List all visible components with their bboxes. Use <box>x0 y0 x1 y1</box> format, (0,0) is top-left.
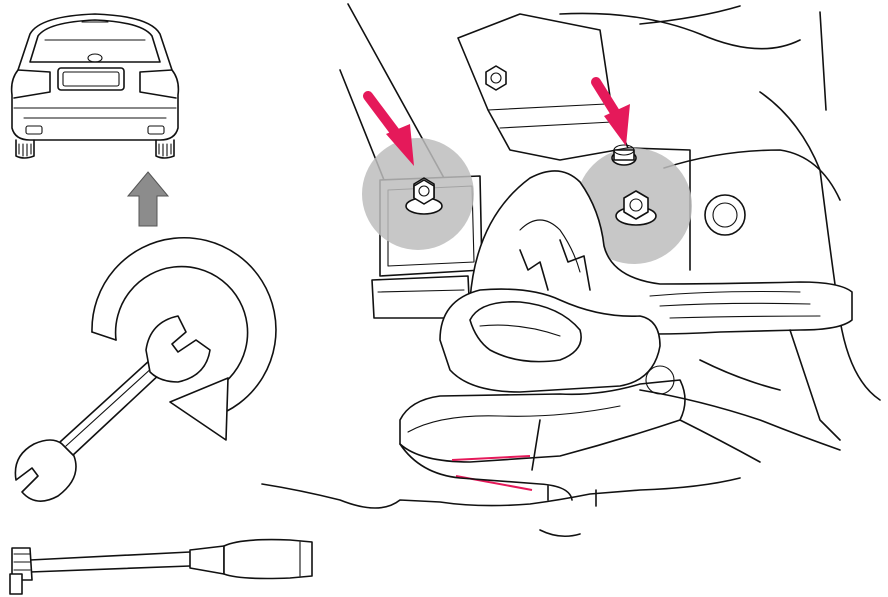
car-rear-view-icon <box>12 14 179 158</box>
direction-up-arrow-icon <box>128 172 168 226</box>
engine-bay-scene <box>262 4 880 536</box>
wrench-rotation-icon <box>15 238 276 501</box>
torque-extension-tool-icon <box>10 540 312 594</box>
